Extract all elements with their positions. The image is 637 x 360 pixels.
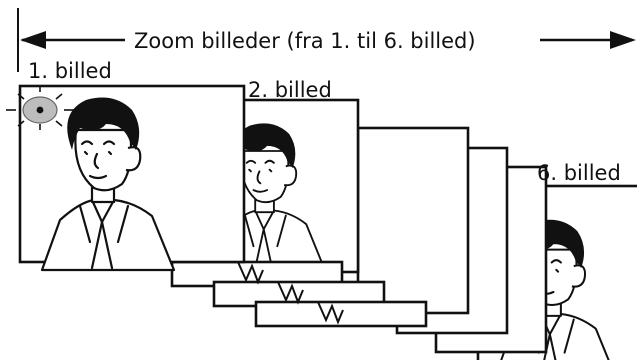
camera-led-icon bbox=[6, 86, 74, 130]
second-frame-label: 2. billed bbox=[248, 78, 332, 102]
first-frame-label: 1. billed bbox=[28, 59, 112, 83]
last-frame-label: 6. billed bbox=[537, 161, 621, 185]
frame-1 bbox=[18, 84, 246, 272]
double-arrow-icon bbox=[17, 8, 636, 72]
zoom-caption: Zoom billeder (fra 1. til 6. billed) bbox=[134, 29, 476, 53]
